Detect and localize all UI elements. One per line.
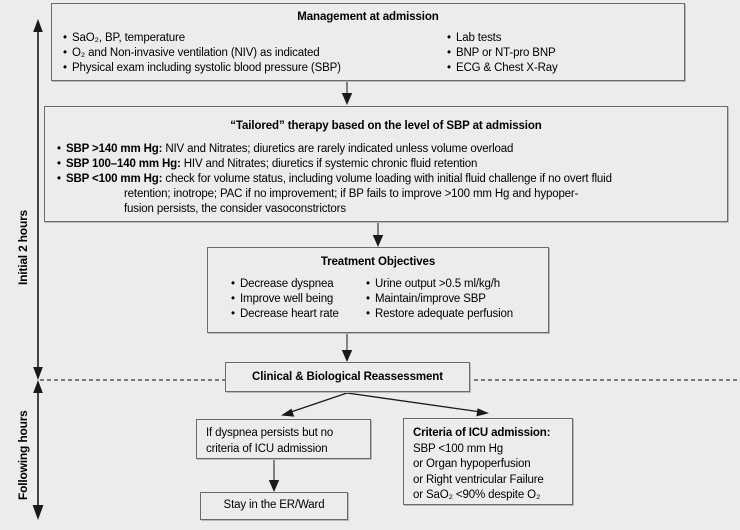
list-item: Lab tests <box>447 31 558 46</box>
tailored-item-0-lead: SBP >140 mm Hg: <box>66 143 163 155</box>
dyspnea-line-2: criteria of ICU admission <box>206 442 328 455</box>
objectives-title: Treatment Objectives <box>320 256 436 268</box>
tailored-item-1-text: HIV and Nitrates; diuretics if systemic … <box>180 158 478 170</box>
arrow-objectives-to-reassessment <box>341 333 353 362</box>
list-item: Physical exam including systolic blood p… <box>63 61 447 76</box>
tailored-item-0-text: NIV and Nitrates; diuretics are rarely i… <box>162 143 514 155</box>
icu-line: or Right ventricular Failure <box>413 473 544 486</box>
arrow-tailored-to-objectives <box>372 222 384 247</box>
objectives-left-list: Decrease dyspnea Improve well being Decr… <box>231 277 366 322</box>
list-item: ECG & Chest X-Ray <box>447 61 558 76</box>
stay-label: Stay in the ER/Ward <box>223 499 325 512</box>
list-item: Improve well being <box>231 292 366 307</box>
box-icu-admission-criteria: Criteria of ICU admission: SBP <100 mm H… <box>403 418 573 505</box>
arrow-management-to-tailored <box>341 81 353 105</box>
objectives-right-list: Urine output >0.5 ml/kg/h Maintain/impro… <box>366 277 513 322</box>
list-item: BNP or NT-pro BNP <box>447 46 558 61</box>
tailored-title: “Tailored” therapy based on the level of… <box>230 120 542 132</box>
list-item: SBP 100–140 mm Hg: HIV and Nitrates; diu… <box>57 157 727 172</box>
box-stay-in-er-ward: Stay in the ER/Ward <box>200 492 348 520</box>
box-tailored-therapy: “Tailored” therapy based on the level of… <box>44 106 728 222</box>
list-item: Maintain/improve SBP <box>366 292 513 307</box>
box-dyspnea-persists: If dyspnea persists but no criteria of I… <box>196 419 371 459</box>
icu-line: or SaO₂ <90% despite O₂ <box>413 489 541 501</box>
axis-following-hours <box>32 380 44 520</box>
list-item: Restore adequate perfusion <box>366 307 513 322</box>
arrow-dyspnea-to-stay <box>268 459 280 492</box>
list-item: O₂ and Non-invasive ventilation (NIV) as… <box>63 46 447 61</box>
list-item: SBP <100 mm Hg: check for volume status,… <box>57 172 727 217</box>
tailored-item-1-lead: SBP 100–140 mm Hg: <box>66 158 181 170</box>
list-item: Decrease heart rate <box>231 307 366 322</box>
axis-label-initial-2-hours: Initial 2 hours <box>16 209 30 285</box>
arrow-reassessment-to-icu <box>346 392 489 417</box>
icu-line: SBP <100 mm Hg <box>413 442 504 455</box>
dyspnea-line-1: If dyspnea persists but no <box>206 427 334 439</box>
axis-label-following-hours: Following hours <box>16 410 30 500</box>
axis-initial-2-hours <box>33 19 43 380</box>
reassessment-title: Clinical & Biological Reassessment <box>252 371 443 383</box>
icu-heading: Criteria of ICU admission: <box>413 427 551 439</box>
management-title: Management at admission <box>297 11 439 23</box>
tailored-item-2-cont1: retention; inotrope; PAC if no improveme… <box>124 188 579 200</box>
list-item: SaO₂, BP, temperature <box>63 31 447 46</box>
list-item: Decrease dyspnea <box>231 277 366 292</box>
management-left-list: SaO₂, BP, temperature O₂ and Non-invasiv… <box>63 31 447 76</box>
box-clinical-biological-reassessment: Clinical & Biological Reassessment <box>225 362 470 392</box>
tailored-item-2-lead: SBP <100 mm Hg: <box>66 173 163 185</box>
box-treatment-objectives: Treatment Objectives Decrease dyspnea Im… <box>207 247 549 333</box>
arrow-reassessment-to-dyspnea <box>281 392 348 417</box>
list-item: SBP >140 mm Hg: NIV and Nitrates; diuret… <box>57 142 727 157</box>
management-right-list: Lab tests BNP or NT-pro BNP ECG & Chest … <box>447 31 558 76</box>
tailored-item-2-cont2: fusion persists, the consider vasoconstr… <box>124 203 346 215</box>
icu-line: or Organ hypoperfusion <box>413 458 531 470</box>
tailored-item-2-text: check for volume status, including volum… <box>162 173 612 185</box>
box-management-at-admission: Management at admission SaO₂, BP, temper… <box>51 3 685 81</box>
tailored-list: SBP >140 mm Hg: NIV and Nitrates; diuret… <box>45 142 727 217</box>
list-item: Urine output >0.5 ml/kg/h <box>366 277 513 292</box>
